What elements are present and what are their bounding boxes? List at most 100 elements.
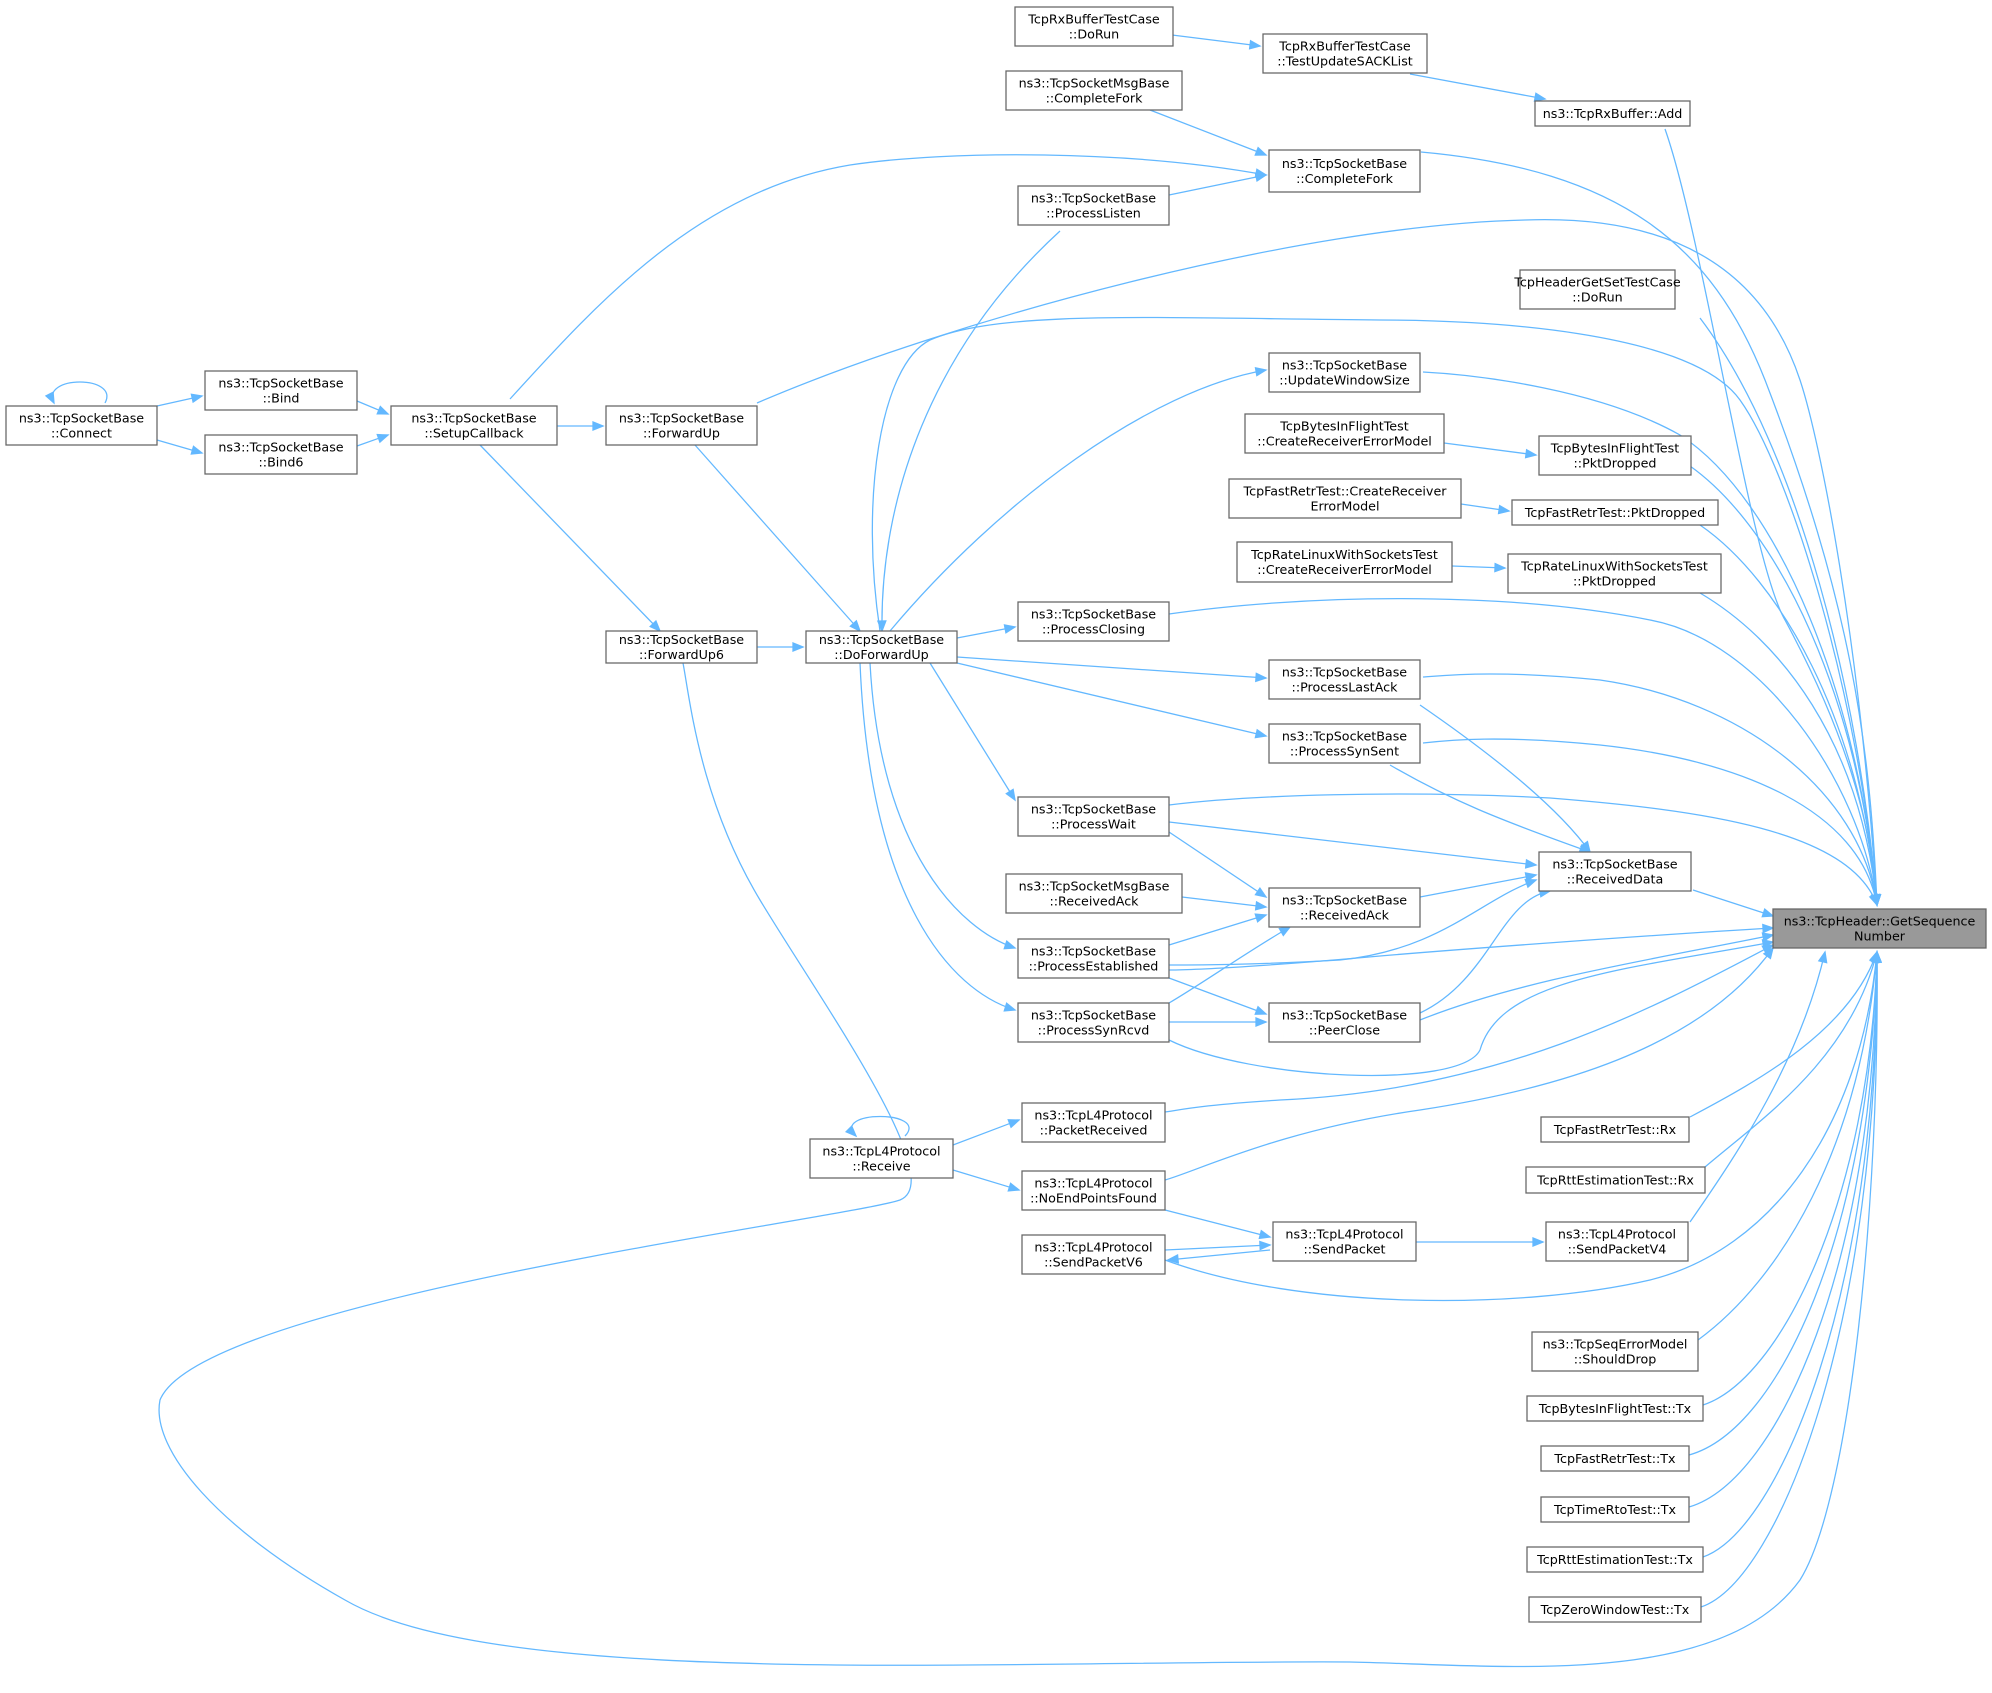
edge-n23-calls-n26 bbox=[1419, 704, 1591, 854]
caller-node[interactable]: ns3::TcpSocketBase::Connect bbox=[5, 405, 158, 446]
arrowhead bbox=[1817, 950, 1828, 964]
caller-node[interactable]: TcpBytesInFlightTest::PktDropped bbox=[1538, 435, 1692, 476]
caller-node[interactable]: ns3::TcpSocketBase::ProcessListen bbox=[1017, 185, 1170, 226]
node-box bbox=[1526, 1395, 1704, 1422]
caller-node[interactable]: ns3::TcpSocketBase::Bind bbox=[204, 370, 358, 411]
caller-node[interactable]: ns3::TcpSocketBase::DoForwardUp bbox=[805, 630, 958, 664]
caller-node[interactable]: ns3::TcpSocketMsgBase::ReceivedAck bbox=[1005, 873, 1183, 914]
caller-node[interactable]: ns3::TcpSocketBase::PeerClose bbox=[1268, 1002, 1421, 1043]
arrowhead bbox=[1494, 562, 1507, 573]
caller-node[interactable]: ns3::TcpSocketBase::ProcessClosing bbox=[1017, 601, 1170, 642]
caller-node[interactable]: TcpRateLinuxWithSocketsTest::CreateRecei… bbox=[1236, 541, 1453, 583]
caller-node[interactable]: ns3::TcpSocketBase::Bind6 bbox=[204, 434, 358, 475]
node-box bbox=[1538, 435, 1692, 476]
arrowhead bbox=[1278, 926, 1292, 937]
caller-node[interactable]: ns3::TcpL4Protocol::SendPacketV4 bbox=[1545, 1221, 1689, 1262]
node-label: ::PktDropped bbox=[1573, 574, 1656, 589]
arrowhead bbox=[1003, 939, 1017, 950]
node-label: ::CreateReceiverErrorModel bbox=[1257, 562, 1432, 577]
caller-node[interactable]: ns3::TcpSocketBase::ProcessSynRcvd bbox=[1017, 1002, 1170, 1043]
caller-node[interactable]: TcpTimeRtoTest::Tx bbox=[1540, 1496, 1690, 1523]
caller-node[interactable]: ns3::TcpL4Protocol::PacketReceived bbox=[1021, 1102, 1166, 1143]
node-label: TcpRxBufferTestCase bbox=[1027, 12, 1160, 27]
node-label: ::SetupCallback bbox=[424, 426, 524, 441]
node-label: ns3::TcpSeqErrorModel bbox=[1543, 1337, 1688, 1352]
node-box bbox=[1236, 541, 1453, 583]
caller-node[interactable]: ns3::TcpSocketBase::ProcessLastAck bbox=[1268, 659, 1421, 700]
node-label: ns3::TcpSocketBase bbox=[819, 632, 944, 647]
caller-node[interactable]: TcpRttEstimationTest::Tx bbox=[1526, 1546, 1704, 1573]
caller-node[interactable]: ns3::TcpL4Protocol::SendPacketV6 bbox=[1021, 1234, 1166, 1275]
caller-node[interactable]: ns3::TcpSocketBase::ProcessSynSent bbox=[1268, 723, 1421, 764]
caller-node[interactable]: TcpZeroWindowTest::Tx bbox=[1528, 1596, 1702, 1623]
edge-n2-calls-n1 bbox=[1409, 73, 1547, 102]
edge-n33-calls-n33 bbox=[844, 1115, 910, 1138]
arrowhead bbox=[376, 405, 390, 415]
caller-node[interactable]: TcpFastRetrTest::Rx bbox=[1540, 1116, 1690, 1143]
caller-node[interactable]: TcpHeaderGetSetTestCase::DoRun bbox=[1513, 269, 1681, 310]
caller-node[interactable]: ns3::TcpL4Protocol::NoEndPointsFound bbox=[1021, 1170, 1166, 1211]
edge-n9-calls-n8 bbox=[156, 393, 204, 407]
node-box bbox=[1268, 149, 1421, 193]
caller-node[interactable]: ns3::TcpL4Protocol::Receive bbox=[809, 1138, 954, 1179]
edge-n5-calls-n4 bbox=[1149, 109, 1268, 156]
edge-n30-calls-n0 bbox=[1419, 932, 1775, 1021]
edge-n25-calls-n0 bbox=[1168, 793, 1879, 907]
node-label: ns3::TcpSocketBase bbox=[619, 632, 744, 647]
arrowhead bbox=[1524, 872, 1538, 882]
node-label: ns3::TcpSocketBase bbox=[1282, 358, 1407, 373]
node-box bbox=[5, 405, 158, 446]
node-box bbox=[1017, 601, 1170, 642]
node-label: ::Connect bbox=[51, 426, 112, 441]
caller-node[interactable]: ns3::TcpSeqErrorModel::ShouldDrop bbox=[1531, 1331, 1699, 1372]
caller-node[interactable]: TcpBytesInFlightTest::Tx bbox=[1526, 1395, 1704, 1422]
arrowhead bbox=[376, 433, 390, 444]
node-label: TcpBytesInFlightTest::Tx bbox=[1538, 1401, 1692, 1416]
caller-node[interactable]: ns3::TcpSocketBase::ReceivedAck bbox=[1268, 887, 1421, 928]
edge-n11-calls-n21 bbox=[694, 444, 862, 633]
caller-node[interactable]: ns3::TcpSocketBase::CompleteFork bbox=[1268, 149, 1421, 193]
caller-node[interactable]: TcpBytesInFlightTest::CreateReceiverErro… bbox=[1244, 413, 1445, 454]
node-label: ::SendPacket bbox=[1303, 1242, 1385, 1257]
caller-node[interactable]: ns3::TcpSocketBase::ForwardUp6 bbox=[605, 630, 758, 664]
caller-node[interactable]: TcpRxBufferTestCase::DoRun bbox=[1014, 6, 1174, 47]
caller-node[interactable]: ns3::TcpRxBuffer::Add bbox=[1534, 100, 1691, 127]
node-label: TcpTimeRtoTest::Tx bbox=[1553, 1502, 1677, 1517]
edge-n25-calls-n27 bbox=[1168, 831, 1268, 898]
caller-node[interactable]: ns3::TcpSocketBase::ReceivedData bbox=[1538, 851, 1692, 892]
caller-node[interactable]: ns3::TcpSocketBase::ProcessEstablished bbox=[1017, 938, 1170, 979]
caller-node[interactable]: TcpRttEstimationTest::Rx bbox=[1525, 1166, 1706, 1194]
arrowhead bbox=[792, 642, 805, 652]
caller-node[interactable]: TcpRateLinuxWithSocketsTest::PktDropped bbox=[1507, 553, 1722, 594]
caller-node[interactable]: ns3::TcpL4Protocol::SendPacket bbox=[1272, 1221, 1417, 1262]
caller-node[interactable]: ns3::TcpSocketBase::ForwardUp bbox=[605, 405, 758, 446]
node-label: ::ForwardUp6 bbox=[639, 647, 724, 662]
arrowhead bbox=[1005, 788, 1016, 802]
arrowhead bbox=[1007, 1119, 1021, 1129]
caller-node[interactable]: ns3::TcpSocketBase::SetupCallback bbox=[390, 405, 558, 446]
edge-n19-calls-n0 bbox=[1699, 592, 1881, 907]
node-box bbox=[1017, 185, 1170, 226]
node-box bbox=[1534, 100, 1691, 127]
caller-node[interactable]: TcpRxBufferTestCase::TestUpdateSACKList bbox=[1262, 33, 1428, 74]
caller-node[interactable]: TcpFastRetrTest::CreateReceiverErrorMode… bbox=[1228, 478, 1462, 519]
node-box bbox=[1525, 1166, 1706, 1194]
node-label: ns3::TcpSocketMsgBase bbox=[1019, 879, 1170, 894]
arrowhead bbox=[1761, 932, 1775, 942]
node-label: ::ProcessListen bbox=[1046, 206, 1141, 221]
edge-n3-calls-n2 bbox=[1171, 34, 1262, 50]
node-label: ns3::TcpSocketBase bbox=[411, 411, 536, 426]
caller-node[interactable]: ns3::TcpSocketBase::UpdateWindowSize bbox=[1268, 352, 1421, 393]
caller-node[interactable]: TcpFastRetrTest::PktDropped bbox=[1511, 499, 1719, 526]
node-box bbox=[1268, 723, 1421, 764]
caller-node[interactable]: ns3::TcpSocketMsgBase::CompleteFork bbox=[1005, 70, 1183, 111]
edge-n27-calls-n26 bbox=[1419, 872, 1538, 898]
caller-node[interactable]: TcpFastRetrTest::Tx bbox=[1540, 1445, 1690, 1472]
node-label: ns3::TcpRxBuffer::Add bbox=[1543, 106, 1683, 121]
edge-n34-calls-n0 bbox=[1164, 946, 1774, 1181]
arrowhead bbox=[44, 391, 55, 405]
caller-node[interactable]: ns3::TcpSocketBase::ProcessWait bbox=[1017, 796, 1170, 837]
node-box bbox=[1272, 1221, 1417, 1262]
edge-n24-calls-n26 bbox=[1389, 764, 1592, 854]
